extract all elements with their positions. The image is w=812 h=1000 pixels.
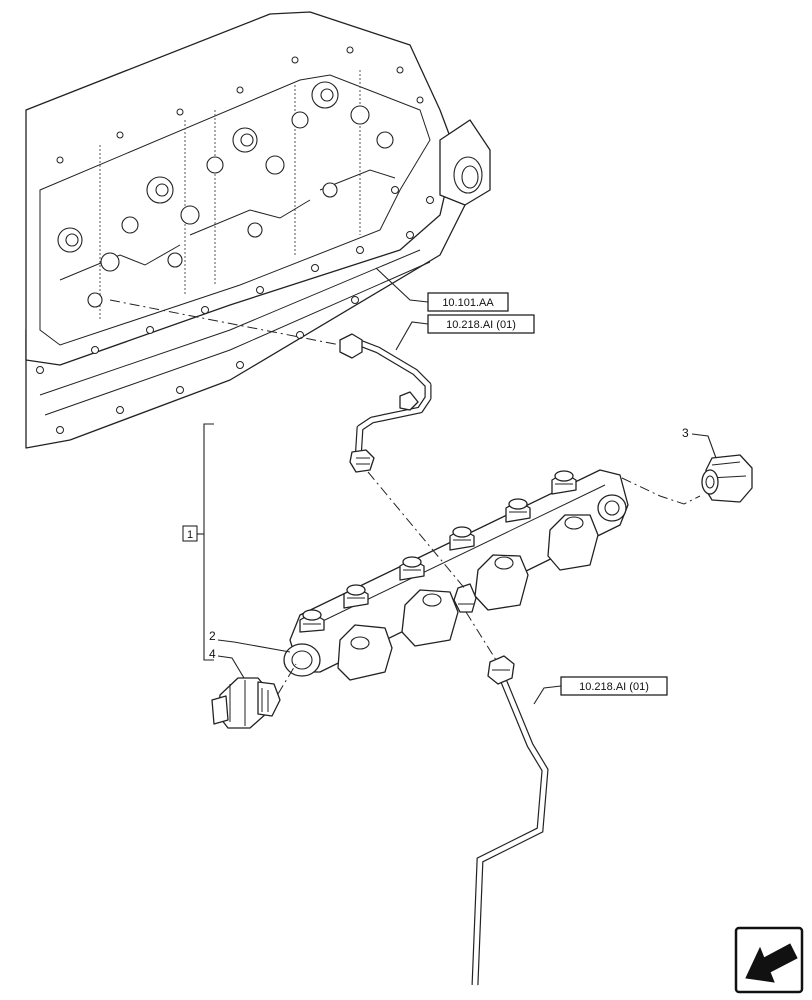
ref-cylinder-head-label: 10.101.AA [442, 297, 494, 309]
ref-pipe-lower-box [560, 676, 668, 696]
ref-pipe-lower-label: 10.218.AI (01) [579, 681, 649, 693]
rail-outlet-3 [399, 556, 425, 581]
rail-outlet-2 [343, 584, 369, 609]
callout-2-label[interactable]: 2 [209, 629, 216, 643]
ref-cylinder-head[interactable]: 10.101.AA [427, 292, 509, 312]
rail-outlet-6 [551, 470, 577, 495]
leaders [196, 267, 717, 705]
rail-outlet-1 [299, 609, 325, 633]
back-arrow-glyph [745, 943, 798, 983]
ref-pipe-upper-box [427, 314, 535, 334]
cylinder-head [25, 11, 491, 449]
fuel-rail [283, 469, 629, 681]
fuel-pipe-lower [471, 655, 549, 986]
callout-3-label[interactable]: 3 [682, 426, 689, 440]
plug [701, 454, 753, 503]
back-arrow-icon[interactable] [734, 926, 804, 994]
rail-outlet-5 [505, 498, 531, 523]
callout-1-label: 1 [187, 529, 193, 541]
callout-1-box [182, 525, 198, 542]
ref-pipe-upper[interactable]: 10.218.AI (01) [427, 314, 535, 334]
ref-pipe-upper-label: 10.218.AI (01) [446, 319, 516, 331]
rail-outlet-4 [449, 526, 475, 551]
callout-1[interactable]: 1 [182, 525, 198, 542]
callout-4-label[interactable]: 4 [209, 647, 216, 661]
center-lines [109, 299, 701, 695]
ref-pipe-lower[interactable]: 10.218.AI (01) [560, 676, 668, 696]
pressure-sensor [211, 677, 281, 729]
ref-cylinder-head-box [427, 292, 509, 312]
fuel-pipe-upper [339, 333, 432, 473]
